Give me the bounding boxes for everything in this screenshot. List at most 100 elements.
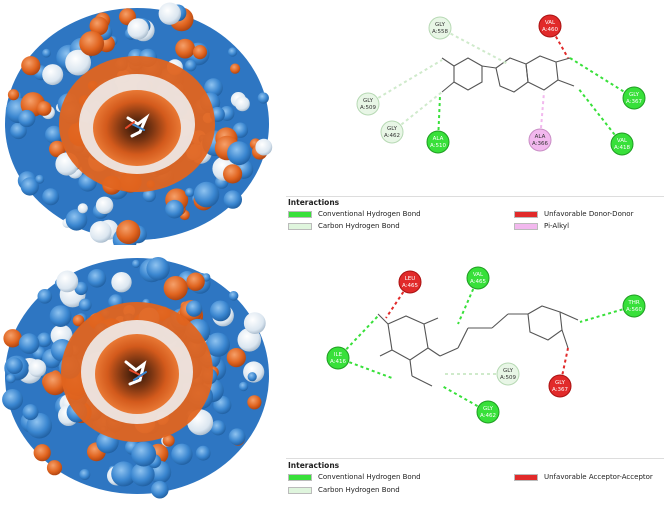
residue-thr560-label-1: THR <box>627 300 639 306</box>
surface-blob <box>74 281 88 296</box>
surface-blob <box>184 59 197 72</box>
surface-blob <box>37 332 52 348</box>
surface-blob <box>72 314 85 327</box>
surface-blob <box>89 16 109 36</box>
surface-blob <box>204 78 223 98</box>
residue-gly558-label-1: GLY <box>435 22 446 28</box>
legend-label: Conventional Hydrogen Bond <box>318 210 421 218</box>
residue-gly367: GLY A:367 <box>622 86 646 110</box>
residue-gly462-label-2: A:462 <box>384 133 400 139</box>
interaction-diagram-bottom: LEU A:465 VAL A:465 THR A:560 ILE A:416 … <box>282 252 668 457</box>
residue-gly367b-label-2: A:367 <box>552 387 569 393</box>
surface-blob <box>28 359 47 378</box>
surface-blob <box>131 441 157 467</box>
surface-blob <box>111 461 137 487</box>
surface-blob <box>21 56 41 76</box>
residue-gly367-label-1: GLY <box>629 92 640 98</box>
surface-blob <box>171 443 193 465</box>
protein-surface-bottom-render <box>2 257 269 499</box>
residue-gly509-label-2: A:509 <box>360 105 377 111</box>
residue-ala510-label-2: A:510 <box>430 143 447 149</box>
surface-blob <box>49 140 66 158</box>
interaction-lines-bottom <box>337 277 635 413</box>
residue-ile416-label-2: A:416 <box>330 359 347 365</box>
legend-label: Carbon Hydrogen Bond <box>318 222 400 230</box>
surface-blob <box>2 389 24 410</box>
ligand-structure-top <box>441 55 575 93</box>
residue-ala510-label-1: ALA <box>433 136 444 142</box>
residue-gly462b: GLY A:462 <box>476 400 500 424</box>
surface-blob <box>65 49 91 76</box>
residue-leu465: LEU A:465 <box>398 270 422 294</box>
legend-swatch <box>288 210 312 218</box>
residue-gly509b-label-2: A:509 <box>500 375 517 381</box>
surface-blob <box>87 269 107 288</box>
surface-blob <box>243 312 266 334</box>
surface-blob <box>33 444 51 462</box>
legend-label: Pi-Alkyl <box>544 222 570 230</box>
legend-label: Unfavorable Acceptor-Acceptor <box>544 473 653 481</box>
legend-swatch <box>288 222 312 230</box>
surface-blob <box>46 460 63 476</box>
surface-blob <box>79 31 105 56</box>
surface-blob <box>255 138 273 156</box>
surface-blob <box>228 47 238 57</box>
surface-blob <box>151 480 169 499</box>
legend-swatch <box>288 473 312 481</box>
surface-blob <box>49 305 72 327</box>
legend-top-divider <box>286 196 664 197</box>
surface-blob <box>195 445 211 461</box>
interaction-lines-top <box>367 25 635 145</box>
legend-swatch <box>288 486 312 494</box>
protein-surface-bottom <box>0 252 275 501</box>
surface-blob <box>78 298 92 312</box>
residue-gly558: GLY A:558 <box>428 16 452 40</box>
legend-swatch <box>514 210 538 218</box>
surface-blob <box>146 257 170 281</box>
surface-blob <box>43 371 68 396</box>
residue-val465: VAL A:465 <box>466 266 490 290</box>
surface-blob <box>228 291 239 301</box>
residue-gly367b-label-1: GLY <box>555 380 566 386</box>
legend-bottom: Interactions Conventional Hydrogen Bond … <box>288 461 664 499</box>
legend-swatch <box>514 473 538 481</box>
surface-blob <box>10 122 27 140</box>
residue-val460-label-2: A:460 <box>542 27 559 33</box>
legend-bottom-item-conventional: Conventional Hydrogen Bond <box>288 473 421 481</box>
residue-val418: VAL A:418 <box>610 132 634 156</box>
residue-ala366-label-2: A:366 <box>532 141 549 147</box>
surface-blob <box>142 188 156 203</box>
surface-blob <box>158 2 181 25</box>
surface-blob <box>193 181 220 208</box>
surface-blob <box>205 332 230 357</box>
interaction-diagram-bottom-svg: LEU A:465 VAL A:465 THR A:560 ILE A:416 … <box>326 266 646 424</box>
surface-blob <box>3 329 22 348</box>
surface-blob <box>185 187 195 197</box>
surface-blob <box>192 45 208 60</box>
residue-val418-label-2: A:418 <box>614 145 631 151</box>
residue-gly558-label-2: A:558 <box>432 29 449 35</box>
surface-blob <box>257 92 269 104</box>
residue-val460-label-1: VAL <box>545 20 556 26</box>
surface-blob <box>89 221 112 243</box>
legend-label: Unfavorable Donor-Donor <box>544 210 634 218</box>
residue-gly509b-label-1: GLY <box>503 368 514 374</box>
ligand-stick-bottom <box>124 360 147 386</box>
residue-gly367b: GLY A:367 <box>548 374 572 398</box>
surface-blob <box>42 64 64 86</box>
surface-blob <box>6 357 23 374</box>
residue-gly462b-label-1: GLY <box>483 406 494 412</box>
surface-blob <box>7 89 20 101</box>
surface-blob <box>42 48 51 58</box>
residue-gly509b: GLY A:509 <box>496 362 520 386</box>
protein-surface-top <box>0 0 275 253</box>
residue-val460: VAL A:460 <box>538 14 562 38</box>
surface-blob <box>210 300 231 322</box>
residue-leu465-label-1: LEU <box>405 276 416 282</box>
surface-blob <box>223 164 243 184</box>
residue-gly462: GLY A:462 <box>380 120 404 144</box>
surface-blob <box>228 428 246 446</box>
residue-gly367-label-2: A:367 <box>626 99 643 105</box>
surface-blob <box>227 141 251 166</box>
surface-blob <box>165 199 184 219</box>
